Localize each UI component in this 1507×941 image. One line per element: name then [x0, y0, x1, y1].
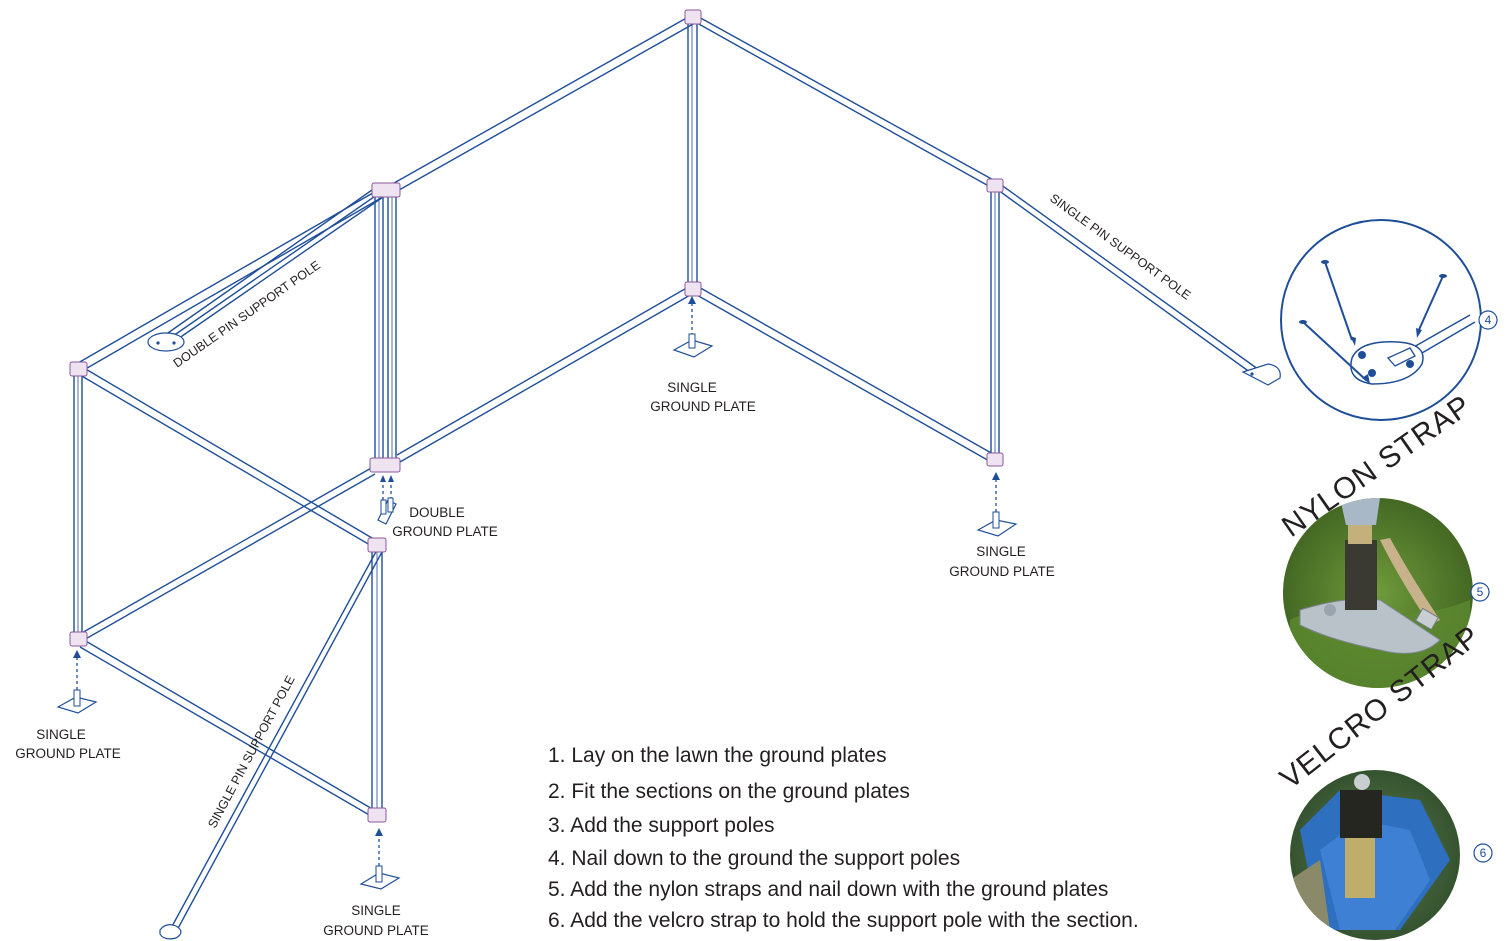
label-double-plate-line2: GROUND PLATE — [392, 524, 498, 539]
bottom-rail-left — [396, 285, 693, 463]
single-pin-support-pole-bottom — [169, 547, 384, 933]
left-post — [73, 370, 83, 638]
label-right-plate-line1: SINGLE — [976, 544, 1026, 559]
pole-base-bottom — [159, 924, 182, 940]
step-3: 3. Add the support poles — [548, 814, 775, 837]
label-center-plate-line1: SINGLE — [667, 380, 717, 395]
pole-base-double — [147, 332, 185, 352]
bottom-rail-right — [694, 285, 994, 463]
step-1: 1. Lay on the lawn the ground plates — [548, 744, 887, 767]
double-post — [374, 190, 397, 465]
left-bottom-rail — [79, 466, 376, 642]
label-right-plate-line2: GROUND PLATE — [949, 564, 1055, 579]
ground-plate-double — [377, 475, 397, 525]
step-4: 4. Nail down to the ground the support p… — [548, 847, 960, 870]
top-rail-right — [696, 15, 998, 190]
label-single-pin-pole-bottom: SINGLE PIN SUPPORT POLE — [205, 673, 297, 830]
svg-text:4: 4 — [1485, 313, 1492, 327]
joint-connectors — [69, 9, 1004, 823]
front-top-rail — [79, 367, 373, 546]
pole-base-right — [1241, 363, 1281, 386]
single-pin-support-pole-right — [997, 183, 1263, 379]
badge-4: 4 — [1478, 310, 1498, 330]
label-left-plate-line2: GROUND PLATE — [15, 746, 121, 761]
double-pin-support-pole — [159, 182, 387, 346]
label-single-pin-pole-right: SINGLE PIN SUPPORT POLE — [1047, 191, 1193, 303]
ground-plate-left — [56, 650, 98, 714]
label-left-plate-line1: SINGLE — [36, 727, 86, 742]
label-bottom-plate-line2: GROUND PLATE — [323, 923, 429, 938]
velcro-strap-photo — [1290, 770, 1460, 940]
badge-6: 6 — [1473, 843, 1493, 863]
left-top-rail — [77, 189, 382, 372]
ground-plate-center — [672, 296, 714, 358]
step-6: 6. Add the velcro strap to hold the supp… — [548, 909, 1139, 932]
center-post — [687, 20, 698, 288]
label-double-plate-line1: DOUBLE — [409, 505, 465, 520]
front-post — [371, 545, 383, 815]
nail-detail-callout — [1280, 219, 1482, 421]
svg-text:5: 5 — [1477, 585, 1484, 599]
instruction-steps: 1. Lay on the lawn the ground plates 2. … — [548, 744, 1139, 932]
label-center-plate-line2: GROUND PLATE — [650, 399, 756, 414]
ground-plate-right — [976, 472, 1018, 537]
nylon-strap-photo — [1283, 498, 1473, 688]
ground-plate-bottom — [359, 828, 401, 890]
svg-text:6: 6 — [1480, 846, 1487, 860]
badge-5: 5 — [1470, 582, 1490, 602]
front-bottom-rail — [79, 639, 375, 817]
step-2: 2. Fit the sections on the ground plates — [548, 780, 910, 803]
frame-structure — [69, 9, 1281, 940]
right-post — [990, 188, 1000, 458]
top-rail-left — [386, 15, 696, 195]
step-5: 5. Add the nylon straps and nail down wi… — [548, 878, 1108, 901]
label-bottom-plate-line1: SINGLE — [351, 903, 401, 918]
